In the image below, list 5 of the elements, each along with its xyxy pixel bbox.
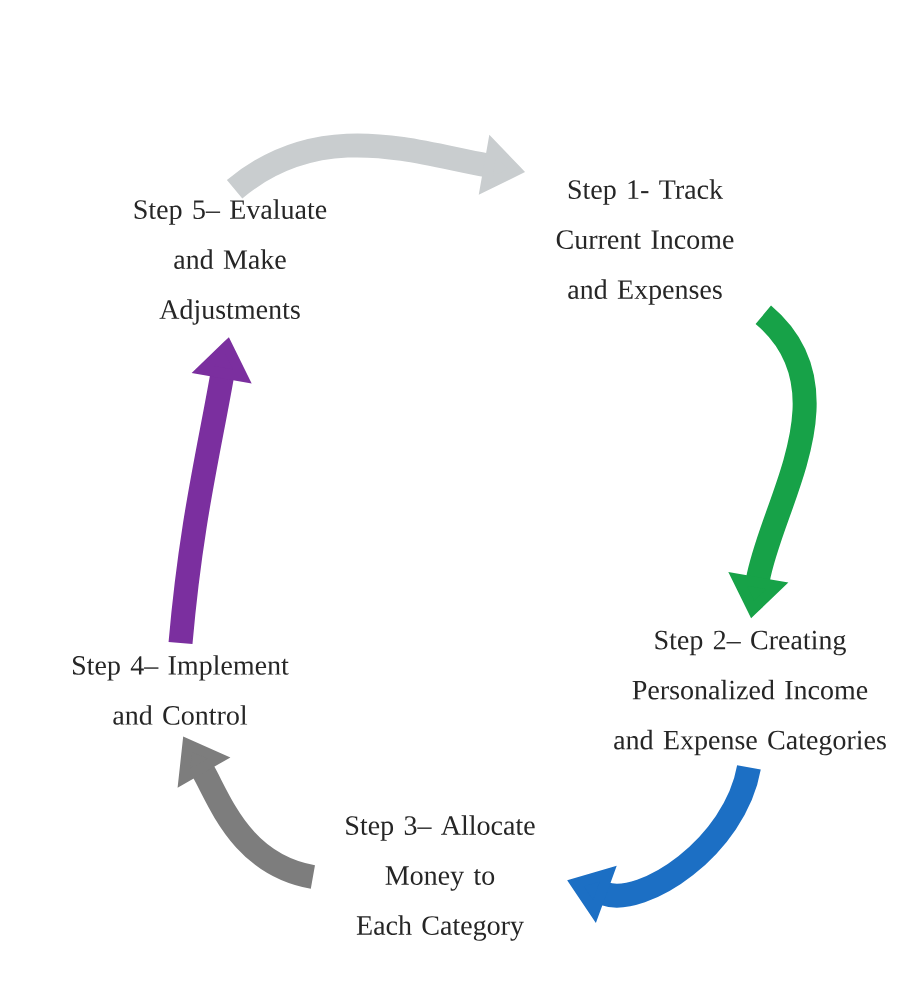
step-label: Step 3– Allocate Money to Each Category — [346, 815, 535, 941]
step-label: Step 1- Track Current Income and Expenses — [556, 179, 734, 305]
step-label: Step 5– Evaluate and Make Adjustments — [134, 199, 327, 325]
step-label: Step 4– Implement and Control — [73, 655, 289, 725]
step-label: Step 2– Creating Personalized Income and Expense Categories — [614, 630, 886, 756]
